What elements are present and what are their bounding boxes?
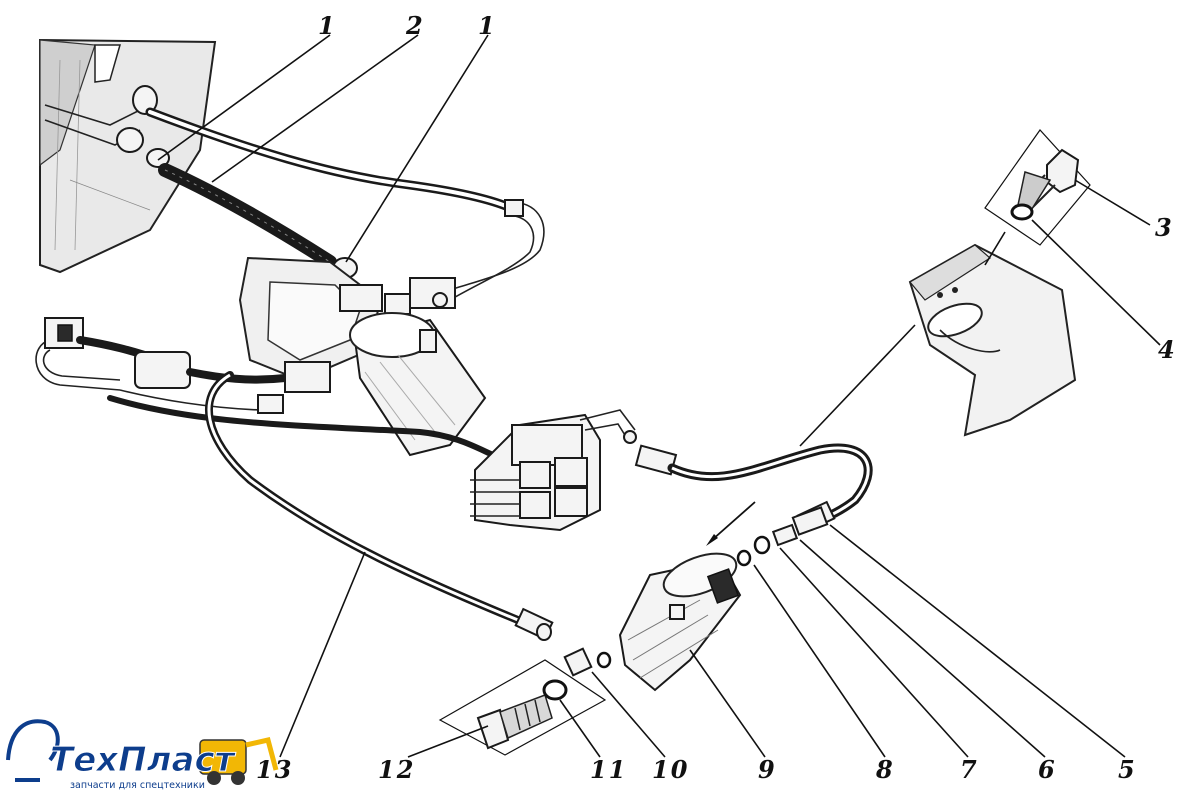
pump-canister bbox=[349, 312, 487, 457]
ring-7 bbox=[753, 535, 771, 555]
fitting-10 bbox=[563, 647, 593, 677]
upper-return-hose bbox=[145, 107, 545, 301]
fittings-5-8 bbox=[736, 506, 829, 567]
loader-icon bbox=[199, 739, 247, 775]
callout-11: 11 bbox=[590, 755, 627, 784]
ring-8 bbox=[736, 549, 752, 567]
mounting-bracket bbox=[908, 243, 1077, 437]
callout-6: 6 bbox=[1038, 755, 1057, 784]
washer-4 bbox=[1010, 203, 1034, 221]
left-pipes bbox=[35, 317, 503, 461]
bolt-12-head bbox=[476, 708, 510, 750]
leader-lines bbox=[157, 34, 1161, 758]
washer-11 bbox=[542, 679, 568, 701]
inline-filter bbox=[134, 351, 191, 389]
callout-12: 12 bbox=[378, 755, 415, 784]
callout-8: 8 bbox=[875, 755, 895, 784]
frame-fittings bbox=[116, 85, 170, 168]
logo-name: ТехПласт bbox=[50, 740, 237, 780]
callout-3: 3 bbox=[1155, 213, 1174, 242]
bolt-3-assembly bbox=[984, 129, 1091, 246]
logo-tagline: запчасти для спецтехники bbox=[70, 780, 205, 791]
techplast-watermark-logo: ТехПласт запчасти для спецтехники bbox=[6, 719, 279, 791]
callout-9: 9 bbox=[758, 755, 777, 784]
callout-1-right: 1 bbox=[478, 11, 497, 40]
distributor-housing bbox=[238, 256, 456, 382]
adapter-5 bbox=[791, 506, 829, 536]
assembly-arrow bbox=[706, 501, 756, 546]
callout-1-left: 1 bbox=[318, 11, 337, 40]
callout-5: 5 bbox=[1118, 755, 1137, 784]
excavator-bucket-icon bbox=[6, 719, 60, 762]
control-valve-block bbox=[470, 409, 637, 532]
bolt-12-assembly bbox=[438, 647, 612, 756]
drain-hose bbox=[205, 371, 554, 641]
nipple-6 bbox=[771, 523, 799, 547]
callout-10: 10 bbox=[652, 755, 689, 784]
pressure-hose bbox=[634, 443, 873, 534]
callout-7: 7 bbox=[960, 755, 979, 784]
bolt-3-head bbox=[1046, 148, 1080, 194]
filter-9 bbox=[618, 552, 742, 692]
frame-bracket bbox=[39, 38, 217, 274]
callout-4: 4 bbox=[1158, 335, 1177, 364]
callout-2: 2 bbox=[405, 11, 425, 40]
